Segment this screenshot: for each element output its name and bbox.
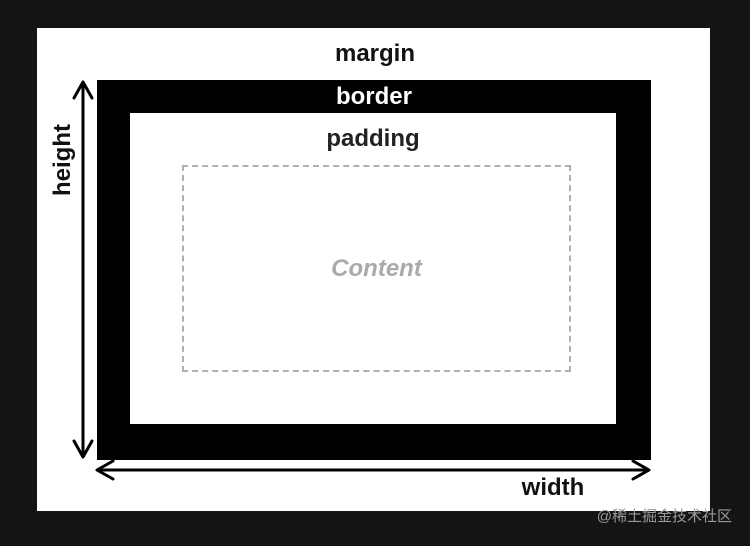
- height-arrow: [72, 80, 94, 459]
- margin-label: margin: [334, 40, 415, 67]
- content-label: Content: [331, 255, 422, 282]
- width-arrow: [95, 459, 651, 481]
- watermark: @稀土掘金技术社区: [596, 508, 732, 525]
- padding-label: padding: [326, 125, 420, 152]
- content-box: [182, 165, 571, 372]
- padding-box: [130, 113, 616, 424]
- height-label: height: [49, 124, 76, 196]
- width-label: width: [521, 474, 585, 501]
- border-label: border: [335, 83, 412, 110]
